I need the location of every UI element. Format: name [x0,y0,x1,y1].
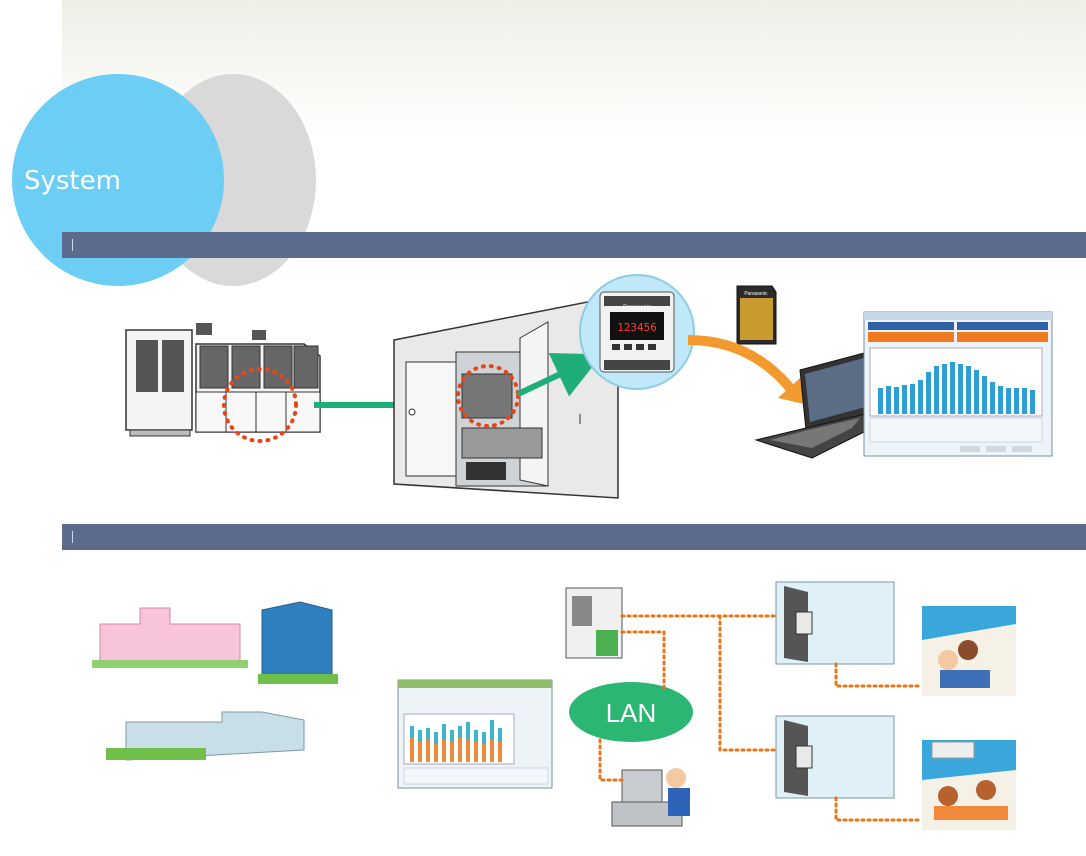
arrow-panel-to-meter [516,353,603,397]
office-tower-icon [258,601,338,684]
highlight-circle-panel [456,364,520,428]
energy-chart-window [397,679,553,789]
meter-display-readout: 123456 [617,321,657,334]
pink-building-icon [92,607,248,668]
plc-controller-icon [565,587,623,659]
arrow-meter-to-pc [687,335,794,392]
distribution-panel-bottom-icon [775,715,895,799]
page-title: System [24,166,121,196]
operator-workstation-icon [611,768,690,827]
network-links [598,614,924,822]
laptop-icon [754,351,875,459]
lan-label: LAN [606,698,657,728]
sd-card-label: Panasonic [744,291,768,297]
highlight-circle-machine [222,367,298,443]
section-bar-top [62,232,1086,258]
sd-card-icon: Panasonic [736,285,777,345]
monitoring-software-window [863,311,1053,457]
meter-brand: Panasonic [623,305,651,311]
distribution-panel-top-icon [775,581,895,665]
manufacturing-machine-icon [125,323,321,437]
section-bar-bottom [62,524,1086,550]
lan-network-node: LAN [569,682,693,742]
factory-building-icon [106,711,305,761]
office-aircon-scene-icon [922,740,1016,830]
power-meter-zoom: 123456 Panasonic [579,274,695,390]
office-meeting-scene-icon [922,606,1016,696]
